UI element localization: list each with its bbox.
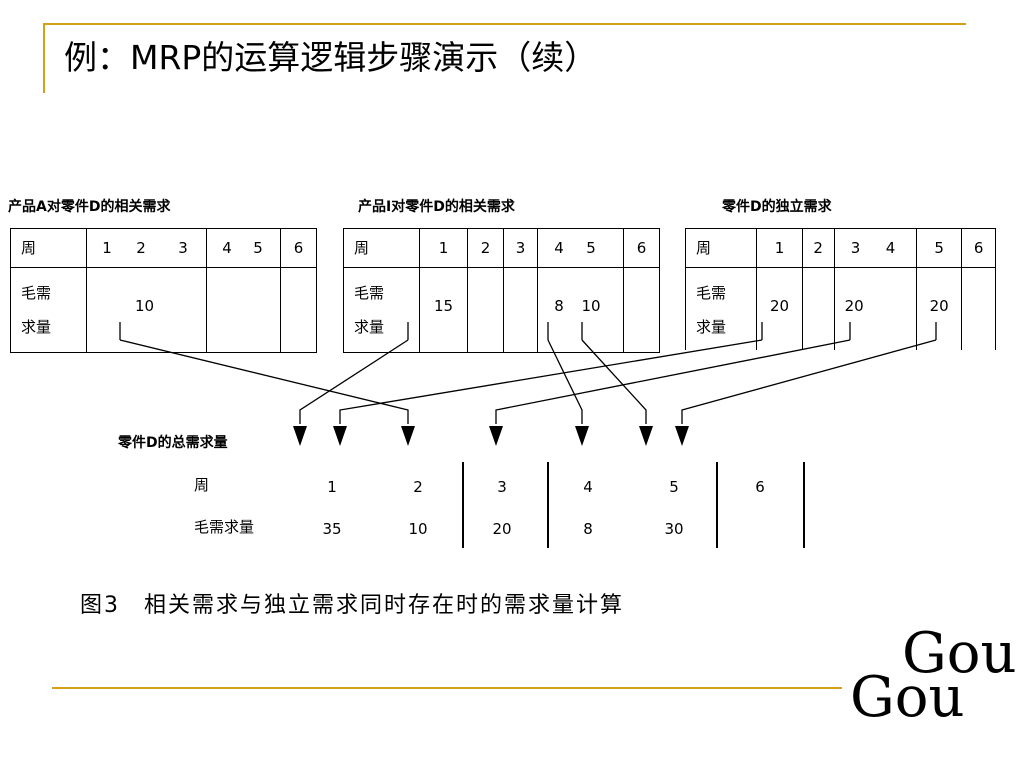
table-a-demand-label: 毛需求量: [10, 267, 87, 353]
table-a-week-2: 2: [136, 239, 146, 257]
total-week-4: 4: [583, 478, 593, 496]
arrowhead-6: [639, 426, 653, 446]
total-value-4: 8: [583, 520, 593, 538]
arrowhead-1: [293, 426, 307, 446]
table-d-week-4: 4: [885, 239, 896, 257]
total-divider-3: [716, 462, 718, 548]
arrow-i5-to-w5: [581, 339, 647, 424]
title-rule-top: [44, 23, 966, 25]
arrow-a-to-w2: [119, 339, 409, 424]
table-d-week-2: 2: [801, 228, 835, 268]
table-a: 周 1 2 3 4 5 6 毛需求量 10: [10, 228, 317, 353]
total-week-5: 5: [669, 478, 679, 496]
total-divider-2: [547, 462, 549, 548]
gougou-logo: Gou Gou: [848, 624, 1018, 734]
title-rule-left: [43, 23, 45, 93]
total-value-1: 35: [322, 520, 342, 538]
arrowhead-4: [489, 426, 503, 446]
total-title: 零件D的总需求量: [118, 435, 228, 451]
total-value-2: 10: [408, 520, 428, 538]
table-a-title: 产品A对零件D的相关需求: [8, 199, 171, 215]
table-d-week-1: 1: [756, 228, 803, 268]
table-i-week-label: 周: [343, 228, 420, 268]
table-d-week-3: 3: [850, 239, 861, 257]
table-d-demand-label: 毛需求量: [684, 267, 758, 350]
arrowhead-7: [675, 426, 689, 446]
table-i-demand-w5: 10: [581, 297, 601, 315]
table-i-demand-label: 毛需求量: [343, 267, 420, 353]
total-value-3: 20: [492, 520, 512, 538]
table-d-demand-w1: 20: [756, 267, 803, 350]
total-divider-1: [462, 462, 464, 548]
table-i-title: 产品I对零件D的相关需求: [358, 199, 515, 215]
arrowhead-2: [333, 426, 347, 446]
logo-line-2: Gou: [850, 665, 965, 730]
table-d-demand-w5: 20: [915, 267, 963, 350]
figure-caption: 图3 相关需求与独立需求同时存在时的需求量计算: [80, 593, 624, 618]
total-demand-label: 毛需求量: [194, 518, 255, 536]
arrow-i-to-w1: [299, 339, 409, 424]
table-d-title: 零件D的独立需求: [722, 199, 832, 215]
total-week-label: 周: [194, 476, 210, 494]
arrow-d1-to-w1: [339, 339, 763, 424]
table-a-week-6: 6: [280, 228, 317, 268]
total-week-6: 6: [755, 478, 765, 496]
table-d-week-label: 周: [684, 228, 758, 268]
table-i-demand-w4: 8: [554, 297, 564, 315]
table-i-week-5: 5: [586, 239, 596, 257]
total-week-3: 3: [497, 478, 507, 496]
table-a-week-4: 4: [222, 239, 232, 257]
table-i-demand-w1: 15: [419, 267, 468, 353]
table-a-week-3: 3: [178, 239, 188, 257]
arrow-d3-to-w3: [495, 339, 851, 424]
footer-rule: [52, 687, 842, 689]
total-week-1: 1: [327, 478, 337, 496]
arrowhead-3: [401, 426, 415, 446]
logo-line-1: Gou: [902, 621, 1017, 686]
slide-title: 例：MRP的运算逻辑步骤演示（续）: [64, 38, 598, 77]
table-i-week-4: 4: [554, 239, 564, 257]
table-i-week-6: 6: [623, 228, 660, 268]
table-a-week-1: 1: [102, 239, 112, 257]
table-a-week-label: 周: [10, 228, 87, 268]
total-divider-4: [803, 462, 805, 548]
arrowhead-5: [575, 426, 589, 446]
table-d-demand-w3: 20: [833, 267, 917, 350]
table-d-week-5: 5: [915, 228, 963, 268]
total-value-5: 30: [664, 520, 684, 538]
arrow-d5-to-w5: [681, 339, 937, 424]
arrow-i4-to-w4: [547, 339, 583, 424]
table-a-week-5: 5: [253, 239, 263, 257]
table-i-week-1: 1: [419, 228, 468, 268]
table-a-demand-w1-3: 10: [86, 267, 207, 353]
total-week-2: 2: [413, 478, 423, 496]
table-i-week-2: 2: [467, 228, 504, 268]
